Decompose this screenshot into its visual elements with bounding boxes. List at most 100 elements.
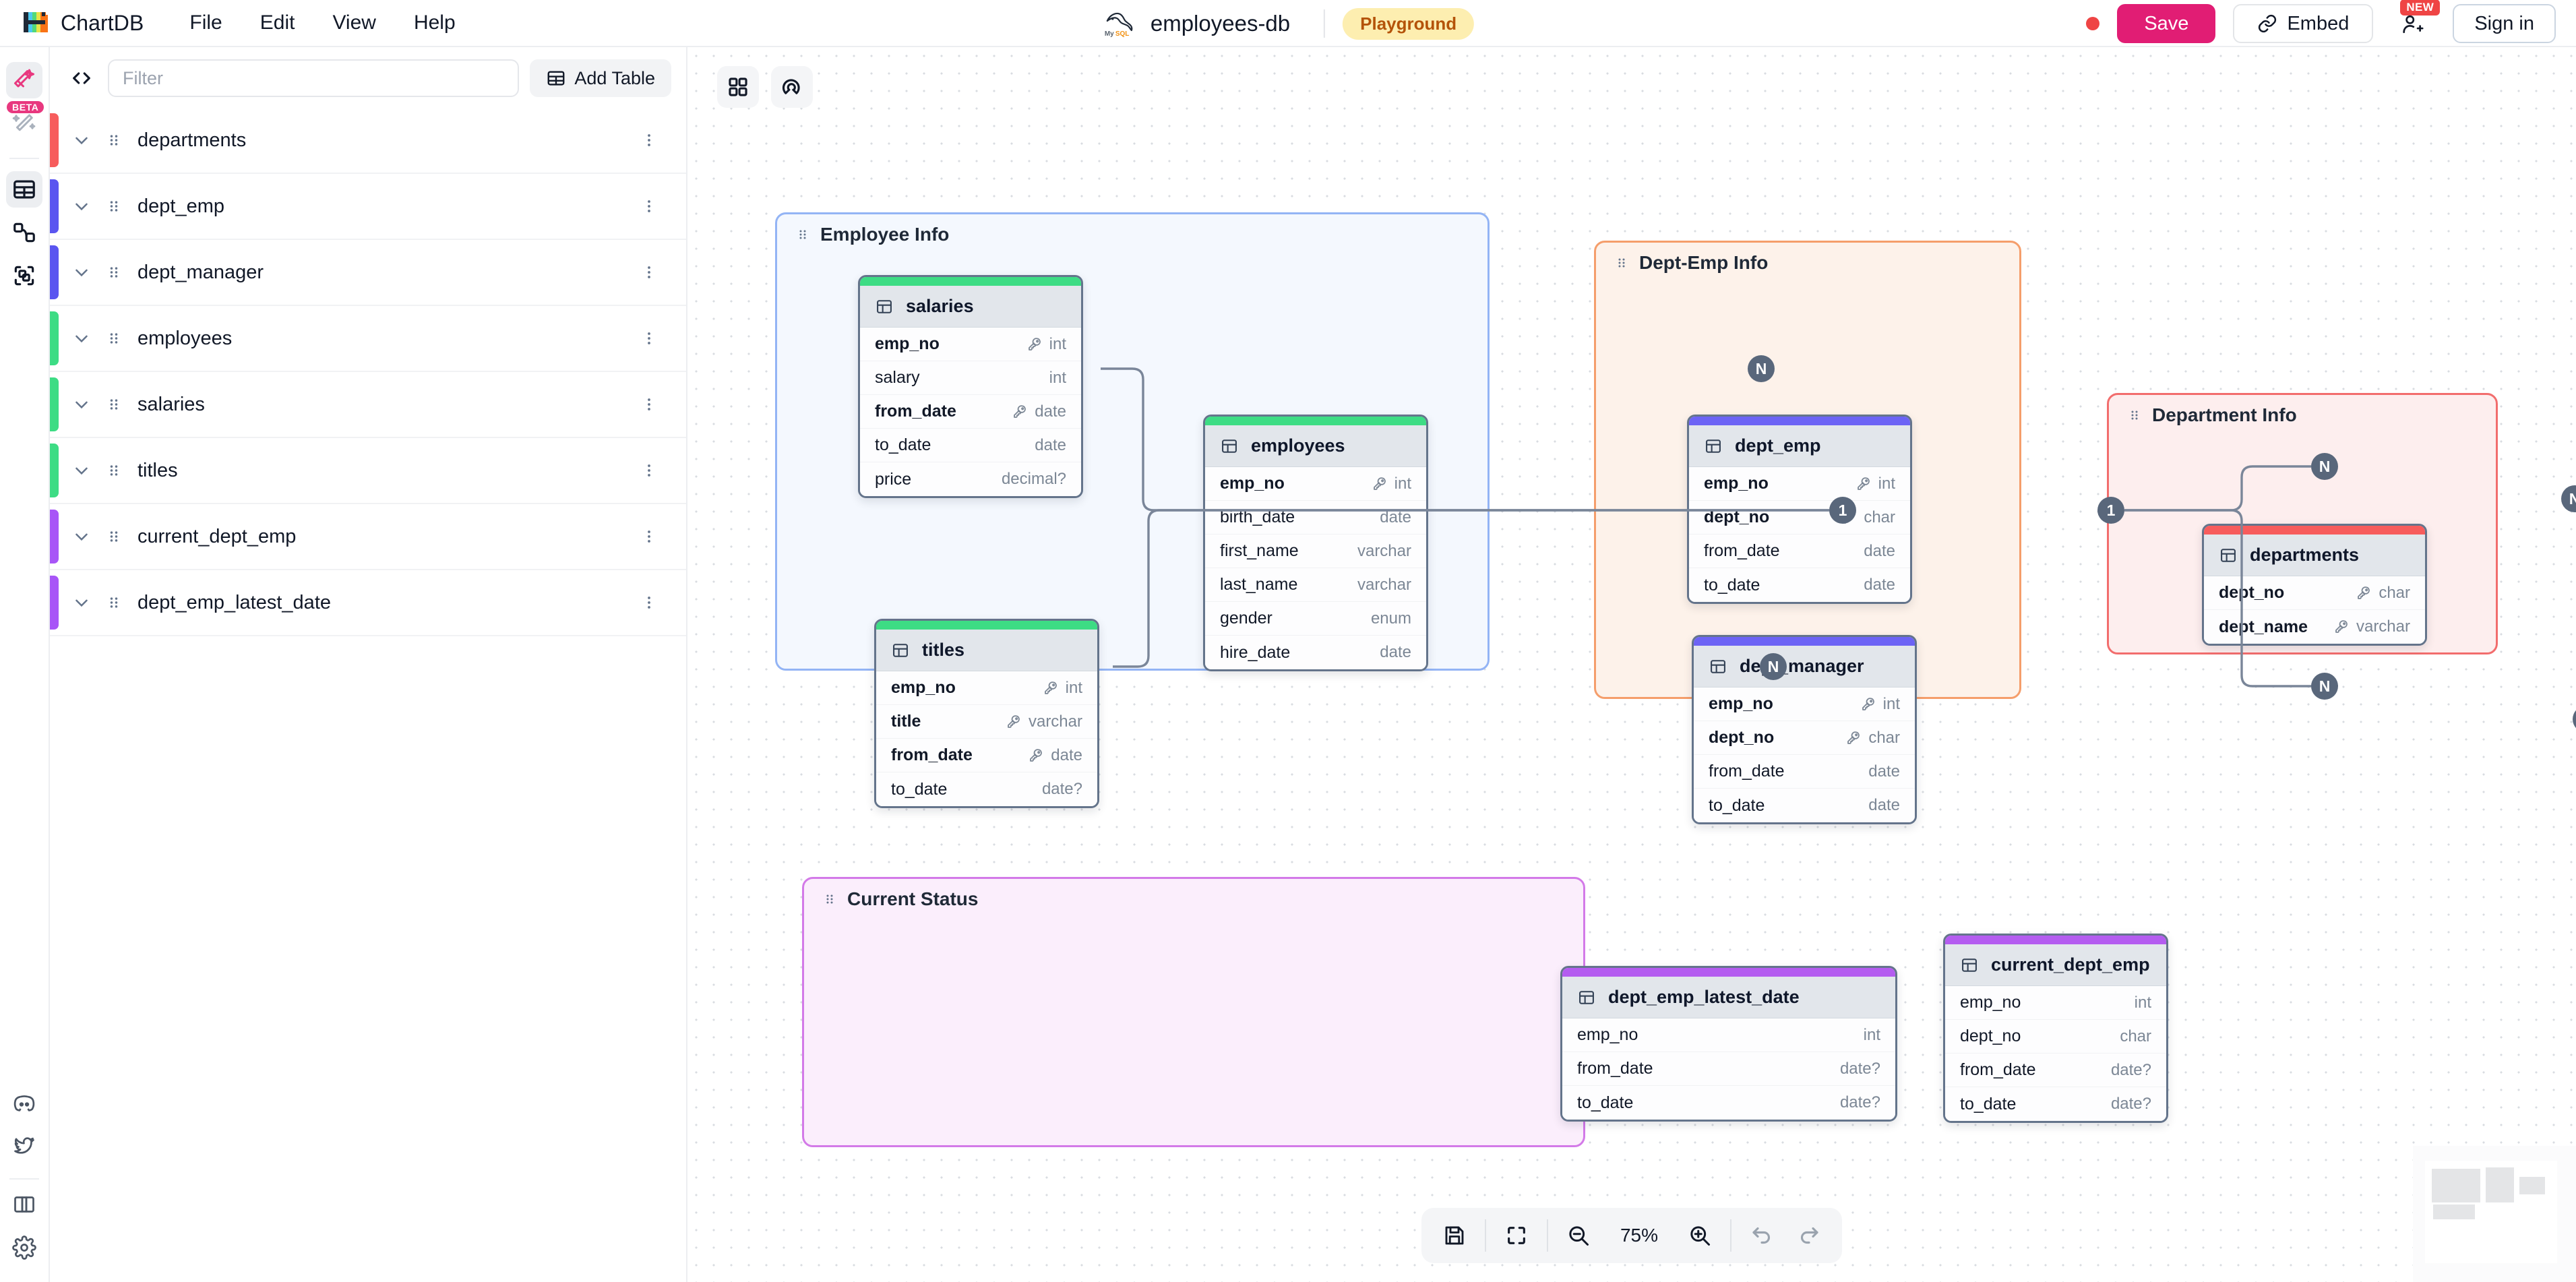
chevron-down-icon[interactable] (70, 460, 93, 481)
chevron-down-icon[interactable] (70, 130, 93, 150)
brand[interactable]: ChartDB (0, 11, 144, 36)
drag-handle-icon[interactable] (102, 395, 125, 414)
row-more-options-icon[interactable] (638, 461, 661, 480)
collapse-panel-button[interactable] (66, 63, 97, 94)
chevron-down-icon[interactable] (70, 328, 93, 348)
list-item[interactable]: salaries (50, 372, 686, 438)
zoom-level-label[interactable]: 75% (1620, 1225, 1659, 1246)
table-node-header[interactable]: titles (876, 630, 1097, 671)
row-more-options-icon[interactable] (638, 197, 661, 216)
redo-button[interactable] (1785, 1215, 1833, 1256)
rail-item-settings[interactable] (6, 1229, 42, 1266)
row-more-options-icon[interactable] (638, 131, 661, 150)
rail-item-twitter[interactable] (6, 1128, 42, 1165)
row-more-options-icon[interactable] (638, 593, 661, 612)
table-node-header[interactable]: dept_emp (1689, 425, 1910, 467)
table-node-header[interactable]: employees (1205, 425, 1426, 467)
chevron-down-icon[interactable] (70, 394, 93, 415)
drag-handle-icon[interactable] (822, 891, 838, 907)
add-user-button[interactable]: NEW (2391, 0, 2441, 43)
rail-item-relationships[interactable] (6, 214, 42, 251)
list-item[interactable]: dept_manager (50, 240, 686, 306)
table-node-header[interactable]: current_dept_emp (1945, 944, 2166, 986)
add-table-button[interactable]: Add Table (530, 59, 671, 97)
chevron-down-icon[interactable] (70, 592, 93, 613)
sign-in-button[interactable]: Sign in (2453, 4, 2556, 43)
list-item[interactable]: current_dept_emp (50, 504, 686, 570)
diagram-area-current-status[interactable]: Current Status (802, 877, 1585, 1147)
drag-handle-icon[interactable] (102, 527, 125, 546)
rail-item-docs[interactable] (6, 1186, 42, 1223)
menu-view[interactable]: View (332, 11, 376, 34)
drag-handle-icon[interactable] (1614, 255, 1630, 271)
table-node-header[interactable]: departments (2204, 535, 2425, 576)
undo-button[interactable] (1738, 1215, 1785, 1256)
filter-input[interactable] (108, 59, 520, 97)
drag-handle-icon[interactable] (102, 131, 125, 150)
chevron-down-icon[interactable] (70, 262, 93, 282)
fit-view-button[interactable] (1493, 1215, 1540, 1256)
row-more-options-icon[interactable] (638, 527, 661, 546)
list-item[interactable]: dept_emp (50, 174, 686, 240)
drag-handle-icon[interactable] (102, 197, 125, 216)
row-more-options-icon[interactable] (638, 263, 661, 282)
table-node-header[interactable]: salaries (860, 286, 1081, 328)
chevron-down-icon[interactable] (70, 526, 93, 547)
rail-item-ai-beta[interactable]: BETA (6, 101, 44, 142)
table-node-header[interactable]: dept_manager (1694, 646, 1915, 688)
rail-item-areas[interactable] (6, 257, 42, 294)
zoom-out-button[interactable] (1555, 1215, 1602, 1256)
drag-handle-icon[interactable] (2126, 407, 2143, 423)
zoom-in-button[interactable] (1676, 1215, 1723, 1256)
chevron-down-icon[interactable] (70, 196, 93, 216)
grid-toggle-button[interactable] (717, 66, 759, 108)
menu-file[interactable]: File (189, 11, 222, 34)
embed-button[interactable]: Embed (2233, 4, 2374, 43)
save-diagram-button[interactable] (1431, 1215, 1478, 1256)
rail-item-discord[interactable] (6, 1085, 42, 1122)
list-item[interactable]: titles (50, 438, 686, 504)
drag-handle-icon[interactable] (795, 226, 811, 243)
drag-handle-icon[interactable] (102, 329, 125, 348)
row-more-options-icon[interactable] (638, 395, 661, 414)
drag-handle-icon[interactable] (102, 263, 125, 282)
row-more-options-icon[interactable] (638, 329, 661, 348)
drag-handle-icon[interactable] (102, 593, 125, 612)
rail-item-tables[interactable] (6, 171, 42, 208)
snap-to-grid-button[interactable] (771, 66, 813, 108)
list-item[interactable]: dept_emp_latest_date (50, 570, 686, 636)
rail-item-magic-wand-ai[interactable] (6, 62, 42, 98)
